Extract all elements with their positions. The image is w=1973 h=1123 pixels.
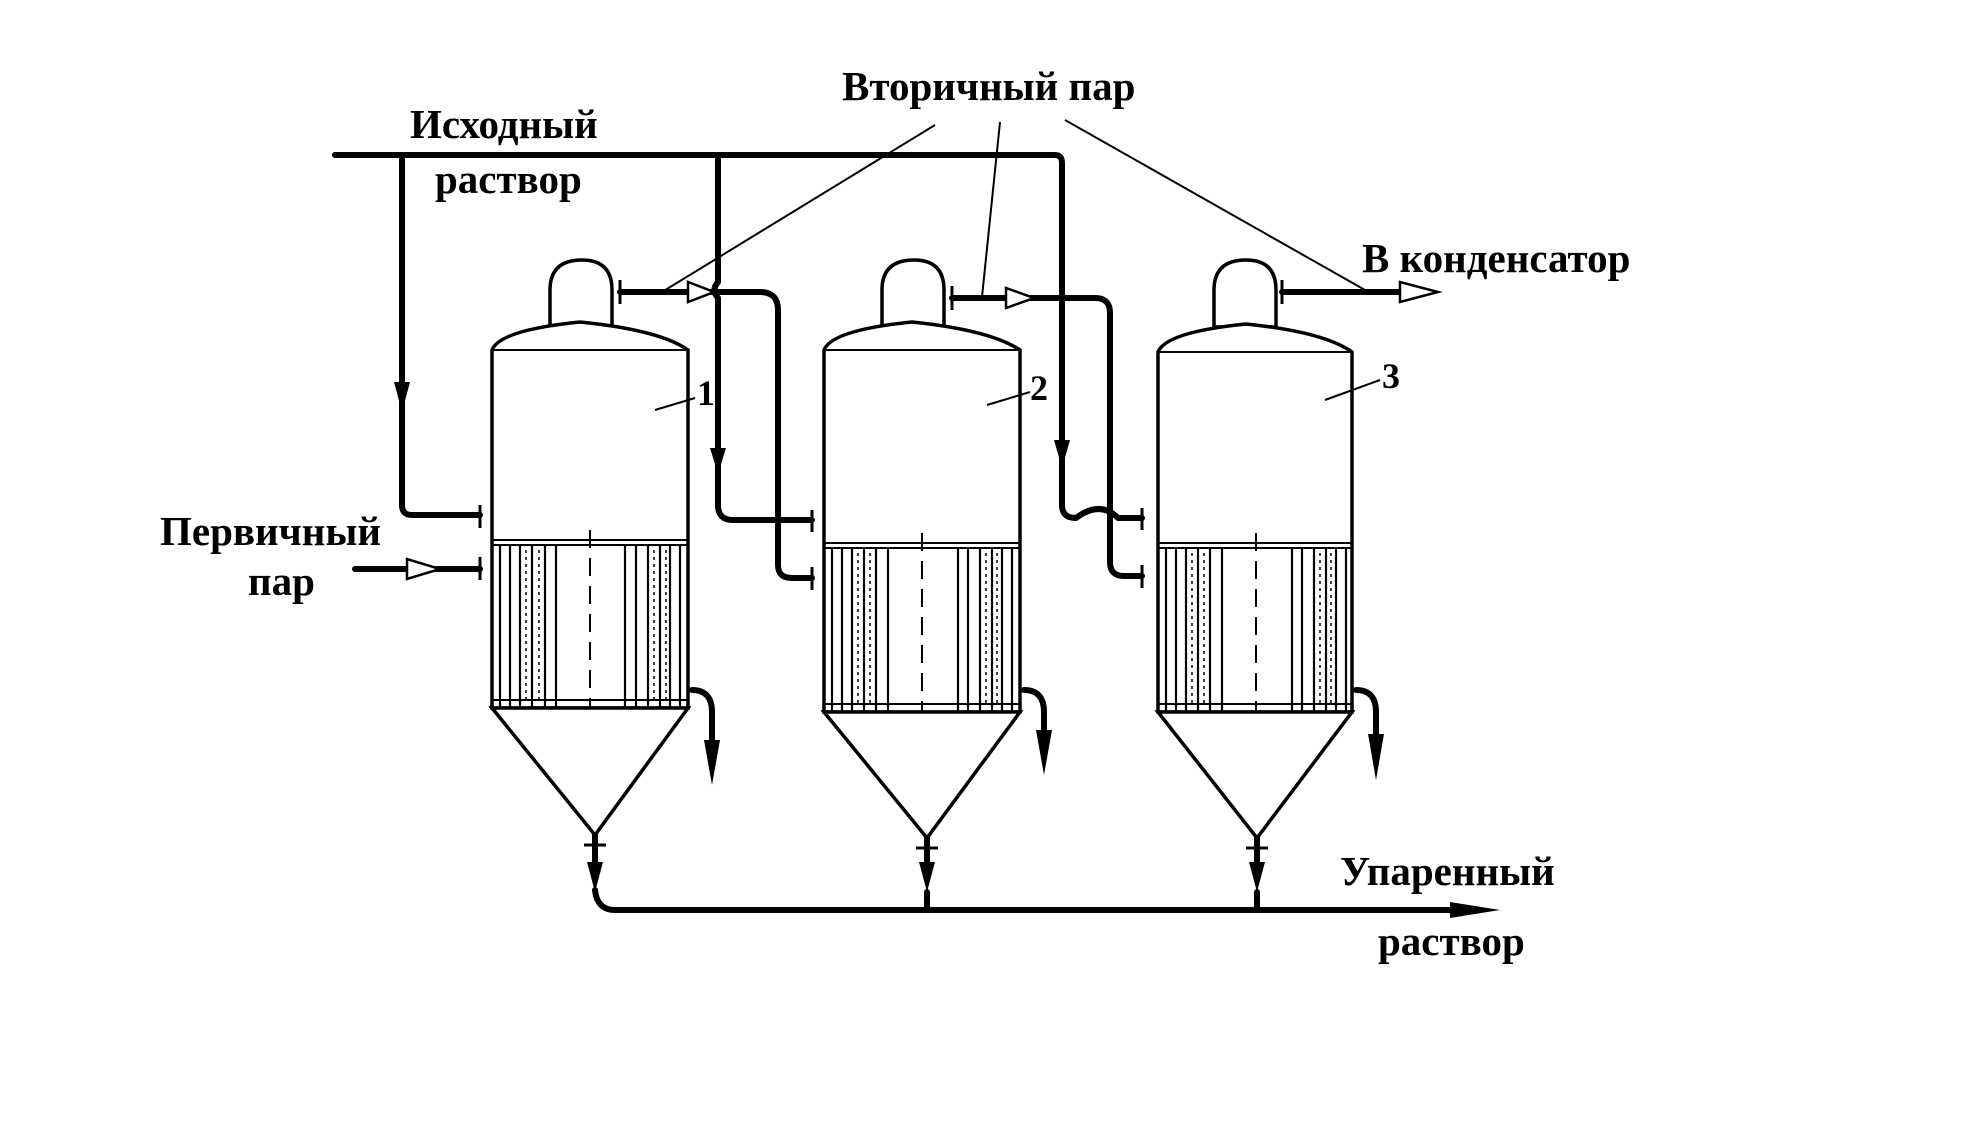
evaporator-3-number: 3 — [1382, 356, 1400, 396]
evaporator-2: 2 — [810, 258, 1052, 892]
to-condenser-label: В конденсатор — [1362, 235, 1630, 281]
evaporator-1: 1 — [478, 258, 720, 892]
primary-steam-label-line1: Первичный — [160, 508, 381, 554]
feed-solution-label-line1: Исходный — [410, 101, 598, 147]
feed-solution-line — [332, 152, 1145, 523]
vapor-to-condenser-line — [1279, 280, 1443, 304]
heating-tubes-2 — [830, 533, 1014, 712]
evaporator-2-bottom-outlet — [916, 835, 938, 892]
secondary-vapor-label: Вторичный пар — [842, 63, 1135, 109]
evaporator-3: 3 — [1140, 258, 1400, 892]
primary-steam-label-line2: пар — [248, 558, 315, 604]
secondary-vapor-line-2-to-3 — [949, 286, 1145, 579]
evaporated-solution-label-line1: Упаренный — [1340, 848, 1555, 894]
evaporated-solution-label-line2: раствор — [1378, 918, 1525, 964]
primary-steam-line — [352, 557, 483, 581]
evaporated-solution-line — [592, 887, 1500, 918]
evaporator-1-number: 1 — [697, 373, 715, 413]
heating-tubes-1 — [498, 530, 682, 708]
evaporator-2-number: 2 — [1030, 368, 1048, 408]
feed-solution-label-line2: раствор — [435, 156, 582, 202]
secondary-vapor-leaders — [661, 119, 1366, 298]
secondary-vapor-line-1-to-2 — [617, 280, 815, 581]
evaporator-3-bottom-outlet — [1246, 835, 1268, 892]
heating-tubes-3 — [1164, 533, 1348, 712]
evaporator-1-bottom-outlet — [584, 832, 606, 892]
